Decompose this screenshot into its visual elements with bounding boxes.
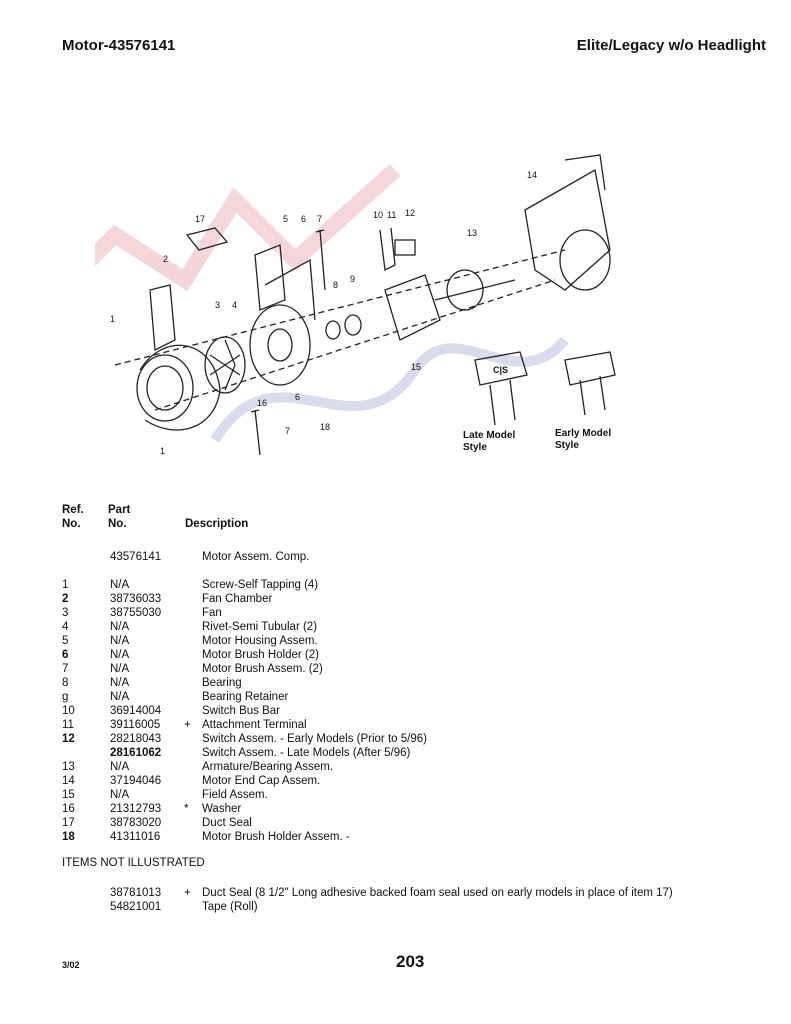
callout-1-lower: 1 xyxy=(160,446,165,456)
early-model-style: Style xyxy=(555,440,579,451)
callout-16: 16 xyxy=(257,398,267,408)
axis-line-lower xyxy=(154,279,556,411)
switch-early xyxy=(564,351,616,416)
armature xyxy=(434,269,516,311)
callout-11: 11 xyxy=(387,210,396,220)
callout-1-upper: 1 xyxy=(110,314,115,324)
col-ref-header: Ref.No. xyxy=(62,504,84,530)
callout-12: 12 xyxy=(405,208,415,218)
callout-14: 14 xyxy=(527,170,537,180)
fan xyxy=(204,336,246,394)
callout-18: 18 xyxy=(320,422,330,432)
axis-line xyxy=(114,249,566,366)
model-title: Elite/Legacy w/o Headlight xyxy=(576,37,766,54)
callout-5: 5 xyxy=(283,214,288,224)
late-model-label: Late Model xyxy=(463,430,515,441)
callout-4: 4 xyxy=(232,300,237,310)
callout-2: 2 xyxy=(163,254,168,264)
fan-chamber xyxy=(136,284,221,431)
switch-block xyxy=(394,239,416,256)
motor-housing xyxy=(249,244,316,386)
early-model-label: Early Model xyxy=(555,428,611,439)
callout-9: 9 xyxy=(350,274,355,284)
callout-15: 15 xyxy=(411,362,421,372)
callout-6: 6 xyxy=(301,214,306,224)
bearing-retainer xyxy=(344,314,362,336)
callout-7: 7 xyxy=(317,214,322,224)
page-title: Motor-43576141 xyxy=(62,37,176,54)
callout-17: 17 xyxy=(195,214,205,224)
footer-date: 3/02 xyxy=(62,960,80,970)
page-number: 203 xyxy=(396,952,425,971)
brush-lower xyxy=(250,409,261,456)
switch-late xyxy=(474,351,528,426)
late-model-style: Style xyxy=(463,442,487,453)
callout-6-lower: 6 xyxy=(295,392,300,402)
callout-3: 3 xyxy=(215,300,220,310)
end-cap xyxy=(524,154,611,291)
brush-upper xyxy=(315,229,326,291)
callout-7-lower: 7 xyxy=(285,426,290,436)
bearing xyxy=(325,320,341,340)
watermark xyxy=(95,164,569,443)
exploded-motor-diagram: 17 2 1 1 3 4 5 6 7 8 9 10 11 12 13 14 15… xyxy=(95,154,616,456)
duct-seal xyxy=(185,227,229,251)
switch-bus-bar xyxy=(379,227,396,271)
callout-10: 10 xyxy=(373,210,383,220)
switch-badge: C|S xyxy=(493,365,508,375)
not-illustrated-heading: ITEMS NOT ILLUSTRATED xyxy=(62,857,205,869)
callout-8: 8 xyxy=(333,280,338,290)
field-assembly xyxy=(384,274,441,341)
col-desc-header: Description xyxy=(185,518,249,530)
callout-13: 13 xyxy=(467,228,477,238)
